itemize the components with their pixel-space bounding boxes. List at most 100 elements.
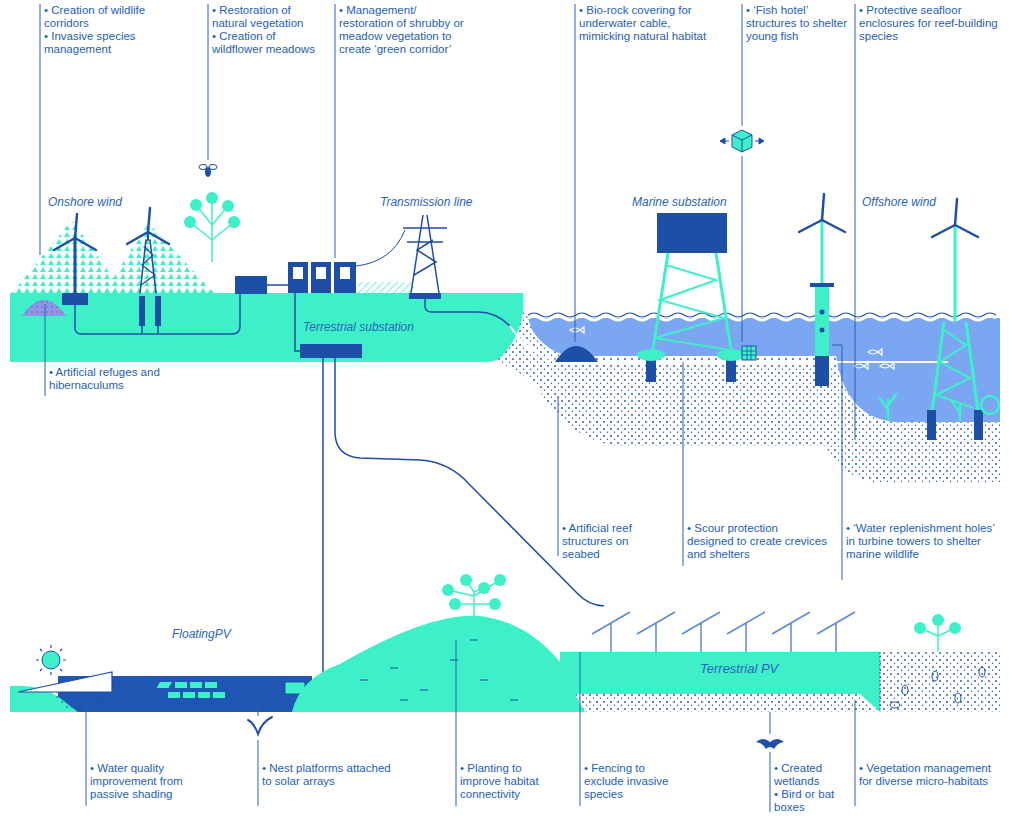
seabed-part (496, 300, 1000, 484)
ground-part (10, 293, 524, 362)
trees-part (184, 216, 196, 228)
area-label: Marine substation (632, 196, 727, 209)
callout-text: • Nest platforms attached to solar array… (262, 762, 397, 788)
onshore-hills (12, 220, 214, 293)
corals (880, 394, 999, 420)
onshore-turbine (54, 214, 96, 305)
planting-mound-part (292, 616, 585, 712)
corals-part (981, 396, 999, 414)
floating-pv-part (190, 682, 202, 688)
area-label-group: Onshore wind (48, 196, 122, 209)
callout-text: • Planting to improve habitat connectivi… (460, 762, 565, 801)
jacket-turbine-part (954, 225, 957, 322)
seabed-part (496, 300, 1000, 484)
terrestrial-substation-part (235, 276, 267, 294)
ground (10, 293, 524, 362)
bottom-trees-part (448, 580, 500, 618)
solar-panels-part (817, 612, 855, 652)
fish-part (854, 363, 868, 369)
callout-group: • Bio-rock covering for underwater cable… (579, 4, 719, 43)
marine-substation-part (637, 349, 665, 361)
callout-text: • Bio-rock covering for underwater cable… (579, 4, 719, 43)
trees-part (228, 216, 240, 228)
monopile-turbine-part (815, 356, 829, 386)
area-label: Terrestrial substation (303, 321, 414, 334)
bottom-trees-part (449, 598, 461, 610)
seabed (496, 300, 1000, 484)
bio-rock (555, 346, 598, 362)
terrestrial-substation (235, 262, 362, 358)
onshore-lattice-turbine-part (127, 232, 148, 244)
jacket-turbine-part (932, 199, 978, 237)
fish (570, 327, 894, 369)
onshore-hills-part (104, 222, 214, 293)
leader-lines-part (208, 4, 209, 160)
terrestrial-substation-part (334, 262, 356, 293)
bottom-trees-part (442, 584, 454, 596)
callout-text: • Bird or bat boxes (774, 788, 852, 814)
solar-panels-part (682, 612, 720, 652)
terrestrial-substation-part (340, 267, 350, 279)
underground-cables-part (157, 326, 159, 334)
marine-substation-part (717, 349, 745, 361)
callout-group: • Created wetlands• Bird or bat boxes (774, 762, 852, 814)
solar-panels-part (637, 612, 675, 652)
monopile-turbine-part (820, 328, 825, 333)
fish-part (570, 327, 584, 333)
onshore-turbine-part (74, 238, 77, 293)
planting-mound (292, 616, 585, 712)
jacket-turbine (927, 199, 983, 440)
transmission-tower-part (414, 240, 436, 275)
bottom-trees-part (914, 622, 926, 634)
solar-panels-part (772, 612, 810, 652)
terrestrial-substation-part (288, 262, 308, 293)
bottom-trees-part (932, 614, 944, 626)
transmission-tower (356, 215, 447, 299)
floating-pv-part (213, 692, 225, 698)
floating-pv-part (157, 682, 172, 688)
terrestrial-pv-ground-part (880, 652, 1000, 712)
area-label: Offshore wind (862, 196, 936, 209)
underground-cables-part (75, 294, 240, 334)
marine-substation (637, 213, 745, 382)
corals-part (880, 394, 896, 420)
planting-mound-part (360, 640, 518, 700)
underground-cables-part (141, 326, 143, 334)
area-label: Onshore wind (48, 196, 122, 209)
area-label: Terrestrial PV (700, 662, 778, 675)
fish-part (880, 363, 894, 369)
onshore-lattice-turbine-part (148, 208, 150, 232)
transmission-tower-part (356, 230, 405, 266)
transmission-tower-part (403, 215, 447, 293)
callout-group: • ‘Fish hotel’ structures to shelter you… (746, 4, 850, 43)
terrestrial-substation-part (311, 262, 331, 293)
callout-text: • Created wetlands (774, 762, 852, 788)
trees-part (190, 198, 234, 262)
leader-lines-part (258, 700, 259, 806)
callout-text: • Artificial refuges and hibernaculums (49, 366, 174, 392)
trees (184, 192, 240, 262)
callout-text: • ‘Water replenishment holes’ in turbine… (846, 522, 1001, 561)
callout-text: • Scour protection designed to create cr… (687, 522, 827, 561)
leader-lines-part (335, 4, 336, 258)
terrestrial-pv-ground-part (890, 667, 985, 708)
bottom-trees-part (494, 574, 506, 586)
sea (528, 313, 1000, 422)
leader-lines-part (456, 640, 457, 806)
leader-lines-part (855, 700, 856, 806)
leader-lines-part (855, 4, 856, 440)
jacket-turbine-part-part (932, 225, 955, 237)
bottom-trees-part (949, 622, 961, 634)
monopile-turbine (799, 194, 845, 386)
monopile-turbine-part-part (799, 220, 822, 232)
leader-lines-part (86, 702, 87, 806)
fish-part (868, 349, 882, 355)
trees-part (206, 192, 218, 204)
fish-hotel-part (742, 346, 756, 360)
solar-panels-part (592, 612, 630, 652)
jacket-turbine-part (927, 410, 936, 440)
underground-cables-part (295, 293, 300, 351)
monopile-turbine-part (820, 310, 825, 315)
callout-group: • Restoration of natural vegetation• Cre… (212, 4, 327, 56)
terrestrial-pv-ground-part-part (932, 671, 938, 681)
